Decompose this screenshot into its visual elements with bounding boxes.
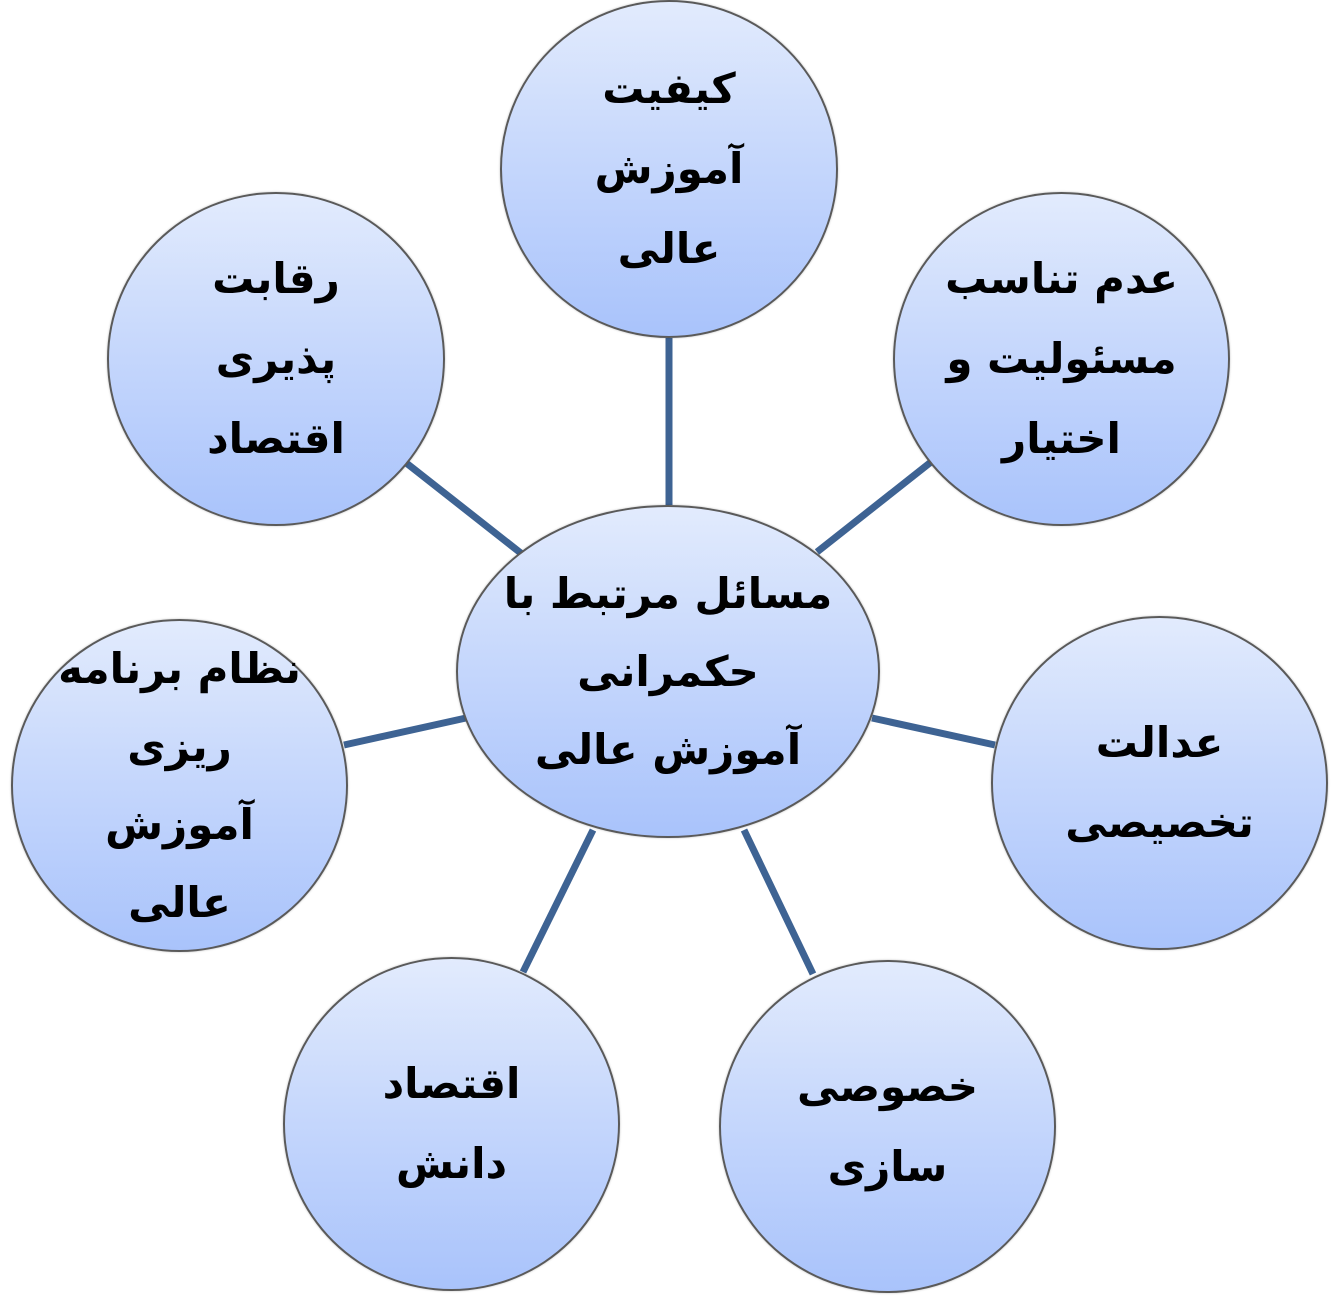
node-label: عدم تناسب مسئولیت و اختیار (945, 254, 1178, 463)
node-label: کیفیت آموزش عالی (594, 64, 744, 273)
node-label: عدالت تخصیصی (1065, 718, 1254, 847)
connector-top-left (402, 459, 525, 557)
node-allocative-justice[interactable]: عدالت تخصیصی (991, 616, 1328, 950)
node-center-governance-issues[interactable]: مسائل مرتبط با حکمرانی آموزش عالی (456, 505, 880, 838)
node-higher-education-quality[interactable]: کیفیت آموزش عالی (500, 0, 838, 338)
node-economic-competitiveness[interactable]: رقابت پذیری اقتصاد (107, 192, 445, 526)
connector-top-right (814, 459, 934, 555)
node-higher-education-planning-system[interactable]: نظام برنامه ریزی آموزش عالی (11, 619, 348, 952)
node-label: نظام برنامه ریزی آموزش عالی (58, 643, 301, 927)
connector-left (343, 714, 467, 749)
connector-bottom-left (519, 828, 597, 974)
node-knowledge-economy[interactable]: اقتصاد دانش (283, 957, 620, 1291)
connector-bottom-right (740, 828, 817, 976)
node-label: رقابت پذیری اقتصاد (207, 254, 345, 463)
node-label: خصوصی سازی (796, 1061, 979, 1191)
node-label: اقتصاد دانش (382, 1059, 521, 1188)
node-responsibility-authority-mismatch[interactable]: عدم تناسب مسئولیت و اختیار (893, 192, 1230, 526)
center-label: مسائل مرتبط با حکمرانی آموزش عالی (503, 568, 833, 774)
node-privatization[interactable]: خصوصی سازی (719, 960, 1056, 1293)
connector-right (871, 714, 996, 749)
